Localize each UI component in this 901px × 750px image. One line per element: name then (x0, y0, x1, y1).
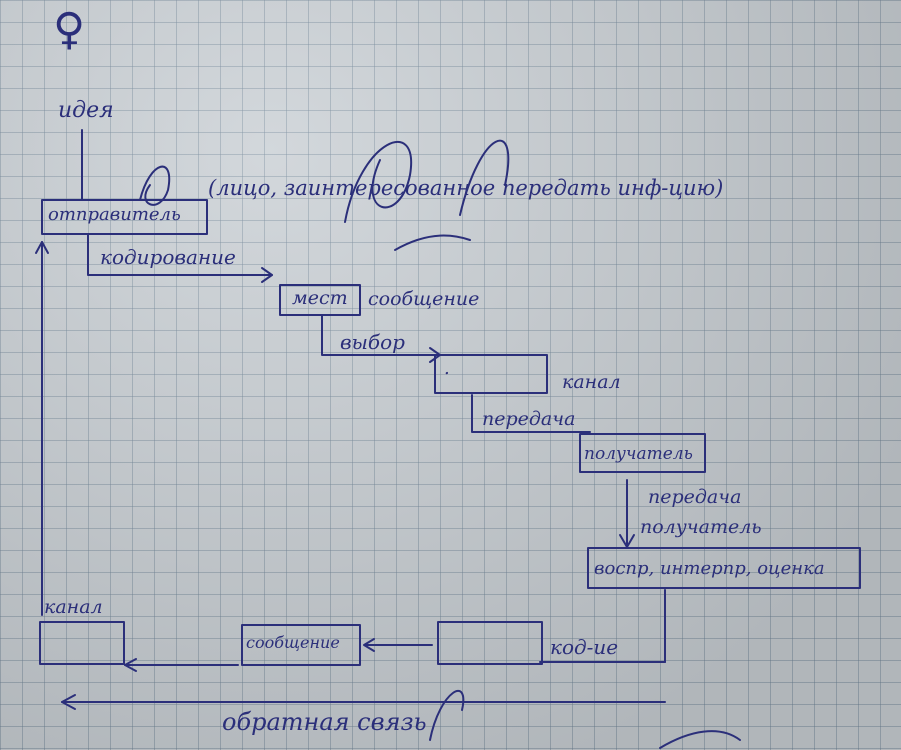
decode-box (437, 621, 543, 665)
decor-swirl-2 (459, 139, 510, 216)
transfer-receiver-label: получатель (640, 516, 762, 538)
decor-swirl-3 (394, 234, 471, 251)
channel-label: канал (562, 371, 621, 393)
return-message-label: сообщение (246, 633, 340, 652)
return-channel-label: канал (44, 596, 103, 618)
encoding-arrowhead (261, 267, 273, 283)
sender-note: (лицо, заинтересованное передать инф-цию… (208, 176, 724, 200)
message-box (279, 284, 361, 316)
transfer-label: передача (648, 486, 742, 508)
perception-box (587, 547, 861, 589)
message-to-channel-arrowhead (124, 658, 137, 672)
transmission-arrow (471, 394, 591, 433)
feedback-arrowhead (61, 694, 76, 710)
return-message-box (241, 624, 361, 666)
feedback-swirl (429, 689, 465, 741)
decor-swirl-1 (344, 141, 413, 223)
decoding-label: код-ие (550, 635, 619, 659)
receiver-label: получатель (584, 444, 693, 464)
encoding-label: кодирование (100, 245, 236, 269)
choice-arrow (321, 314, 441, 356)
channel-box-mark: . (444, 358, 450, 379)
idea-label: идея (58, 98, 114, 123)
female-symbol-icon: ♀ (53, 4, 86, 55)
receiver-box (579, 433, 706, 473)
transmission-label: передача (482, 408, 576, 430)
return-up-arrowhead (35, 241, 49, 254)
channel-box (434, 354, 548, 394)
decode-arrowhead (363, 638, 375, 652)
encoding-arrow (87, 233, 273, 276)
message-box-label: мест (292, 287, 348, 309)
perception-label: воспр, интерпр, оценка (594, 558, 825, 579)
sender-box (41, 199, 208, 235)
message-label: сообщение (368, 288, 480, 310)
return-channel-box (39, 621, 125, 665)
corner-curve (659, 730, 741, 749)
choice-label: выбор (340, 330, 405, 354)
feedback-label: обратная связь (222, 708, 427, 736)
sender-label: отправитель (48, 204, 181, 225)
